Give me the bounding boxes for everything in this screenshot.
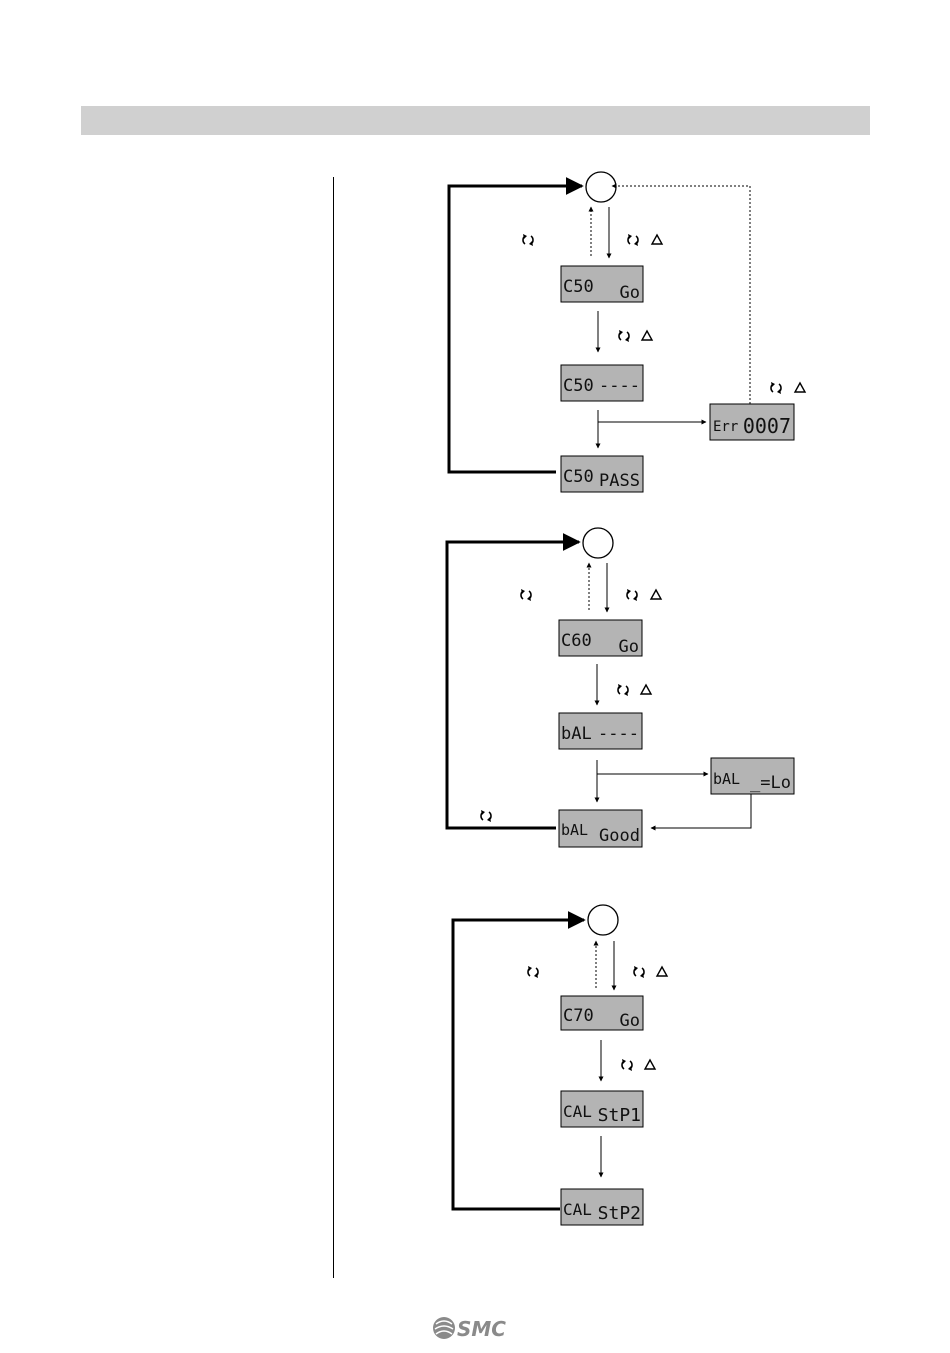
rotate-arrows-icon bbox=[634, 966, 644, 978]
smc-logo: SMC bbox=[432, 1314, 512, 1342]
rotate-arrows-icon bbox=[619, 330, 629, 342]
svg-text:bAL: bAL bbox=[713, 770, 740, 788]
svg-text:Good: Good bbox=[599, 826, 640, 846]
flowchart-c70: C70 Go CAL StP1 CAL StP2 bbox=[453, 905, 667, 1225]
lcd-display: bAL Good bbox=[559, 810, 642, 847]
flowchart-c60: C60 Go bAL ---- bAL _=Lo bAL Good bbox=[447, 528, 794, 847]
start-node bbox=[586, 172, 616, 202]
rotate-arrows-icon bbox=[523, 234, 533, 246]
rotate-arrows-icon bbox=[622, 1059, 632, 1071]
svg-text:Go: Go bbox=[620, 1011, 640, 1031]
svg-text:bAL: bAL bbox=[561, 724, 592, 744]
svg-text:C50: C50 bbox=[563, 277, 594, 297]
rotate-arrows-icon bbox=[628, 234, 638, 246]
svg-text:----: ---- bbox=[599, 376, 640, 396]
up-triangle-icon bbox=[651, 590, 661, 599]
up-triangle-icon bbox=[642, 331, 652, 340]
rotate-arrows-icon bbox=[521, 589, 531, 601]
lcd-display: C70 Go bbox=[561, 996, 643, 1031]
svg-text:bAL: bAL bbox=[561, 821, 588, 839]
rotate-arrows-icon bbox=[481, 810, 491, 822]
lcd-display: CAL StP1 bbox=[561, 1091, 643, 1127]
svg-text:C70: C70 bbox=[563, 1006, 594, 1026]
svg-text:C50: C50 bbox=[563, 376, 594, 396]
svg-text:0007: 0007 bbox=[743, 414, 791, 438]
lcd-display: bAL ---- bbox=[559, 713, 642, 749]
up-triangle-icon bbox=[641, 685, 651, 694]
svg-text:----: ---- bbox=[598, 724, 639, 744]
lcd-display-error: bAL _=Lo bbox=[711, 758, 794, 794]
rotate-arrows-icon bbox=[528, 966, 538, 978]
svg-text:CAL: CAL bbox=[563, 1102, 592, 1121]
svg-text:StP1: StP1 bbox=[598, 1105, 641, 1126]
up-triangle-icon bbox=[652, 235, 662, 244]
start-node bbox=[588, 905, 618, 935]
svg-text:StP2: StP2 bbox=[598, 1203, 641, 1224]
start-node bbox=[583, 528, 613, 558]
lcd-display: C60 Go bbox=[559, 620, 642, 657]
svg-text:Go: Go bbox=[620, 283, 640, 303]
lcd-display: C50 ---- bbox=[561, 365, 643, 401]
up-triangle-icon bbox=[795, 383, 805, 392]
rotate-arrows-icon bbox=[627, 589, 637, 601]
svg-text:_=Lo: _=Lo bbox=[750, 773, 791, 793]
svg-text:SMC: SMC bbox=[457, 1317, 506, 1341]
svg-text:C60: C60 bbox=[561, 631, 592, 651]
lcd-display-error: Err 0007 bbox=[710, 404, 794, 440]
rotate-arrows-icon bbox=[771, 382, 781, 394]
svg-text:C50: C50 bbox=[563, 467, 594, 487]
lcd-display: CAL StP2 bbox=[561, 1189, 643, 1225]
rotate-arrows-icon bbox=[618, 684, 628, 696]
svg-text:Err: Err bbox=[713, 419, 738, 435]
lcd-display: C50 Go bbox=[561, 266, 643, 303]
svg-text:Go: Go bbox=[619, 637, 639, 657]
flowchart-cs0: C50 Go C50 ---- C50 PASS Err 0007 bbox=[449, 172, 805, 492]
svg-text:PASS: PASS bbox=[599, 471, 640, 491]
up-triangle-icon bbox=[657, 967, 667, 976]
up-triangle-icon bbox=[645, 1060, 655, 1069]
svg-text:CAL: CAL bbox=[563, 1200, 592, 1219]
lcd-display: C50 PASS bbox=[561, 456, 643, 492]
